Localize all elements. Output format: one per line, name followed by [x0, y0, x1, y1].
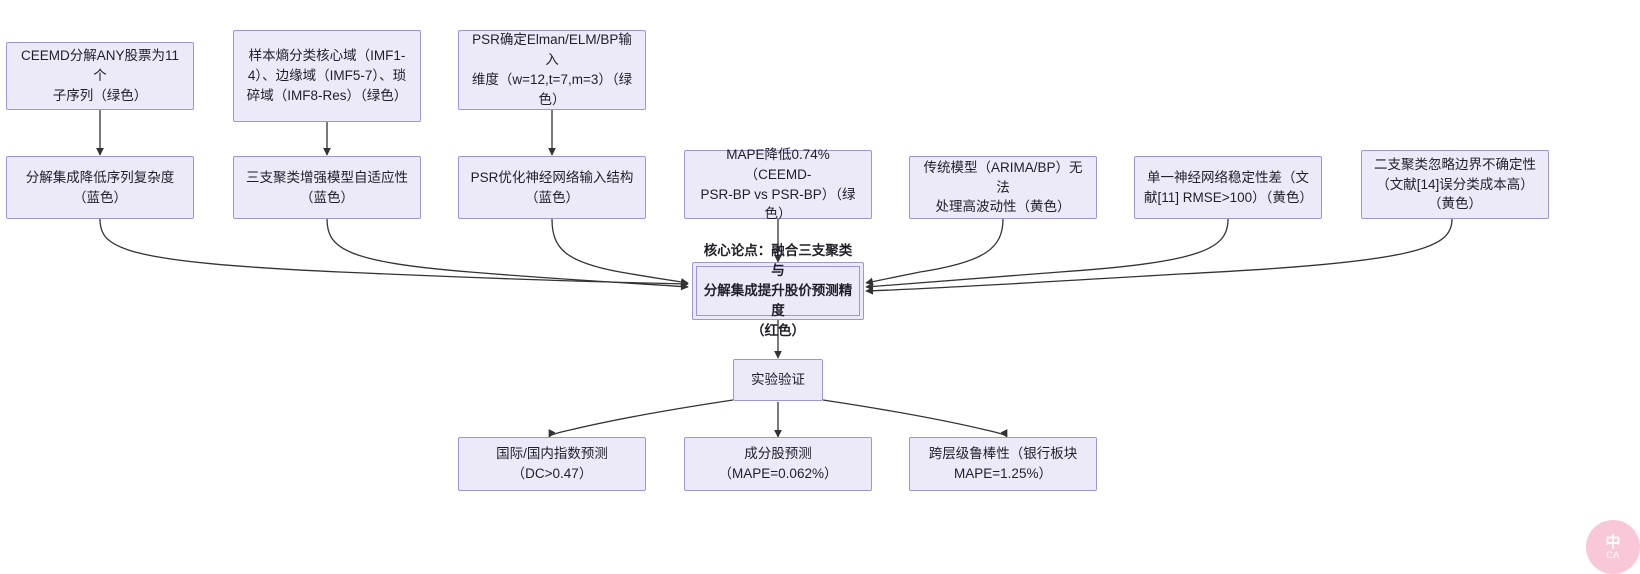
edge-traditional-to-core	[865, 218, 1004, 286]
node-claim-cluster[interactable]: 三支聚类增强模型自适应性 （蓝色）	[233, 156, 421, 219]
node-outcome-index[interactable]: 国际/国内指数预测 （DC>0.47）	[458, 437, 646, 491]
node-claim-decomp-label: 分解集成降低序列复杂度 （蓝色）	[25, 169, 175, 205]
edge-experiment-to-robust	[822, 399, 1008, 438]
node-result-mape-label: MAPE降低0.74%（CEEMD- PSR-BP vs PSR-BP）（绿 色…	[700, 146, 856, 222]
edge-experiment-to-index	[548, 399, 734, 438]
node-claim-cluster-label: 三支聚类增强模型自适应性 （蓝色）	[246, 169, 408, 205]
node-outcome-component-label: 成分股预测 （MAPE=0.062%）	[718, 446, 838, 481]
edge-decomp-to-core	[99, 218, 689, 288]
node-outcome-robust-label: 跨层级鲁棒性（银行板块 MAPE=1.25%）	[928, 446, 1078, 481]
node-gap-traditional[interactable]: 传统模型（ARIMA/BP）无法 处理高波动性（黄色）	[909, 156, 1097, 219]
watermark-primary-text: 中	[1605, 533, 1621, 551]
watermark-secondary-text: CA	[1606, 549, 1620, 560]
node-experiment-label: 实验验证	[751, 372, 805, 388]
node-claim-decomp[interactable]: 分解集成降低序列复杂度 （蓝色）	[6, 156, 194, 219]
node-outcome-index-label: 国际/国内指数预测 （DC>0.47）	[496, 446, 608, 481]
node-gap-two-way[interactable]: 二支聚类忽略边界不确定性 （文献[14]误分类成本高） （黄色）	[1361, 150, 1549, 219]
node-evidence-ceemd[interactable]: CEEMD分解ANY股票为11个 子序列（绿色）	[6, 42, 194, 110]
edge-psrclaim-to-core	[551, 218, 689, 286]
node-gap-single-nn[interactable]: 单一神经网络稳定性差（文 献[11] RMSE>100）（黄色）	[1134, 156, 1322, 219]
edge-twoway-to-core	[865, 218, 1453, 295]
node-evidence-psr-label: PSR确定Elman/ELM/BP输入 维度（w=12,t=7,m=3）（绿 色…	[471, 32, 633, 107]
node-claim-psr[interactable]: PSR优化神经网络输入结构 （蓝色）	[458, 156, 646, 219]
node-claim-psr-label: PSR优化神经网络输入结构 （蓝色）	[470, 169, 634, 205]
node-gap-single-nn-label: 单一神经网络稳定性差（文 献[11] RMSE>100）（黄色）	[1144, 169, 1313, 205]
node-core-thesis-label: 核心论点：融合三支聚类与 分解集成提升股价预测精度 （红色）	[703, 243, 853, 338]
node-evidence-entropy[interactable]: 样本熵分类核心域（IMF1- 4）、边缘域（IMF5-7）、琐 碎域（IMF8-…	[233, 30, 421, 122]
node-experiment[interactable]: 实验验证	[733, 359, 823, 401]
node-gap-traditional-label: 传统模型（ARIMA/BP）无法 处理高波动性（黄色）	[923, 159, 1083, 215]
watermark-badge: 中 CA	[1586, 520, 1640, 574]
edge-singlenn-to-core	[865, 218, 1229, 291]
node-evidence-ceemd-label: CEEMD分解ANY股票为11个 子序列（绿色）	[20, 48, 180, 103]
node-gap-two-way-label: 二支聚类忽略边界不确定性 （文献[14]误分类成本高） （黄色）	[1374, 156, 1536, 212]
edge-cluster-to-core	[326, 218, 689, 291]
node-outcome-robust[interactable]: 跨层级鲁棒性（银行板块 MAPE=1.25%）	[909, 437, 1097, 491]
node-evidence-entropy-label: 样本熵分类核心域（IMF1- 4）、边缘域（IMF5-7）、琐 碎域（IMF8-…	[246, 48, 408, 103]
node-outcome-component[interactable]: 成分股预测 （MAPE=0.062%）	[684, 437, 872, 491]
node-core-thesis[interactable]: 核心论点：融合三支聚类与 分解集成提升股价预测精度 （红色）	[692, 243, 864, 338]
node-evidence-psr[interactable]: PSR确定Elman/ELM/BP输入 维度（w=12,t=7,m=3）（绿 色…	[458, 30, 646, 110]
node-result-mape[interactable]: MAPE降低0.74%（CEEMD- PSR-BP vs PSR-BP）（绿 色…	[684, 147, 872, 221]
